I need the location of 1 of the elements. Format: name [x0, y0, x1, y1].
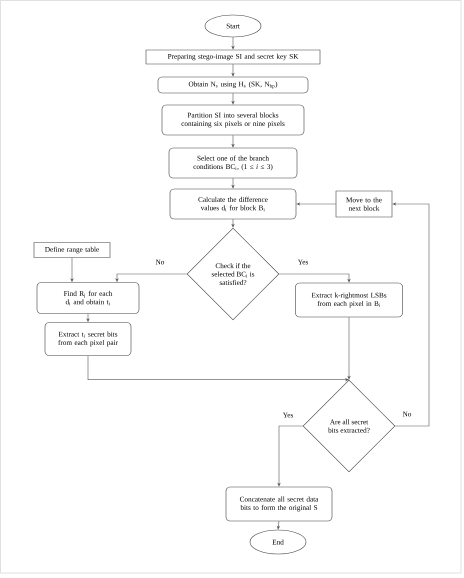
- arrow: [88, 356, 349, 382]
